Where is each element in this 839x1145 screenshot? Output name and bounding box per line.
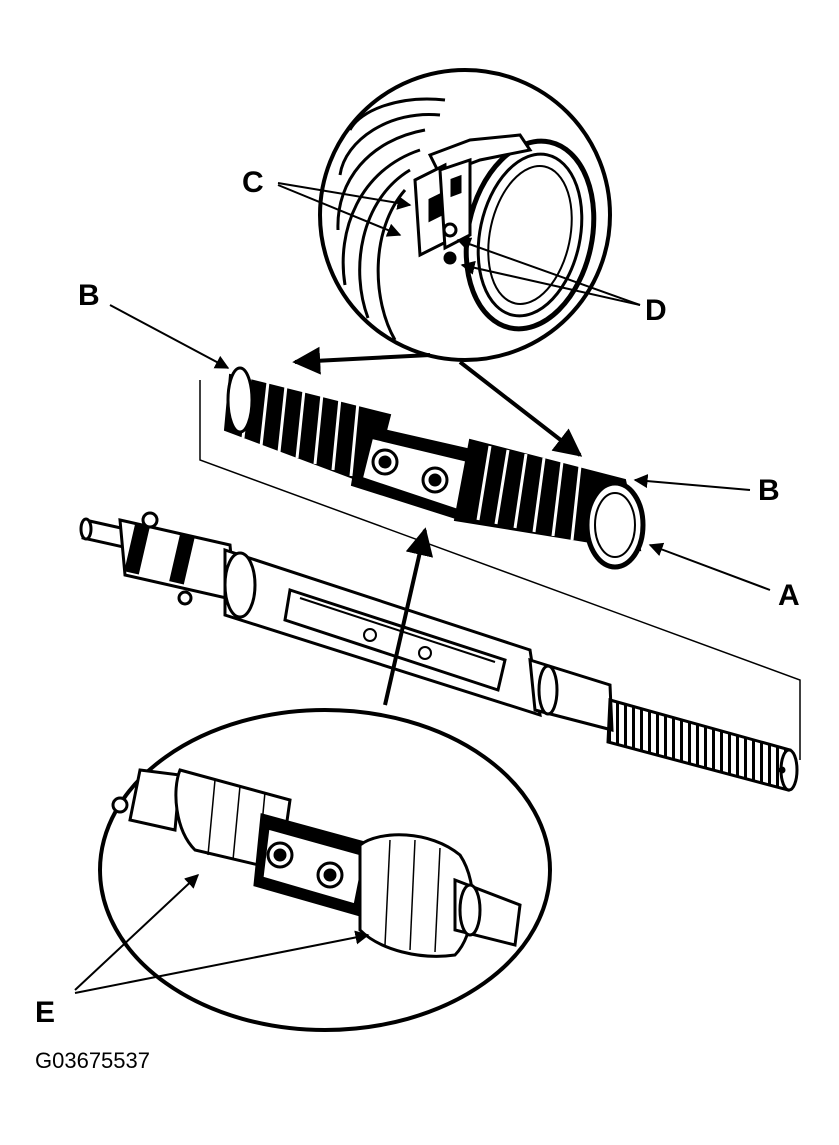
figure-code: G03675537	[35, 1048, 150, 1073]
callout-c: C	[242, 166, 264, 199]
rack-boot-assembly	[199, 366, 801, 760]
callout-b-left: B	[78, 279, 100, 312]
callout-labels: B C D B A E	[35, 166, 800, 1029]
callout-b-right: B	[758, 474, 780, 507]
installed-boot-detail-inset	[98, 708, 552, 1032]
callout-d: D	[645, 294, 667, 327]
inset-right-boot	[358, 833, 522, 958]
clamp-detail-inset	[318, 68, 612, 362]
steering-rack	[79, 511, 799, 792]
leader-lines	[74, 182, 771, 994]
right-bellows	[453, 438, 646, 570]
left-bellows	[223, 366, 392, 487]
callout-a: A	[778, 579, 800, 612]
center-housing	[350, 423, 482, 522]
inset-boot-corrugations	[336, 97, 446, 341]
callout-e: E	[35, 996, 55, 1029]
inset-clamp-band	[413, 133, 533, 265]
